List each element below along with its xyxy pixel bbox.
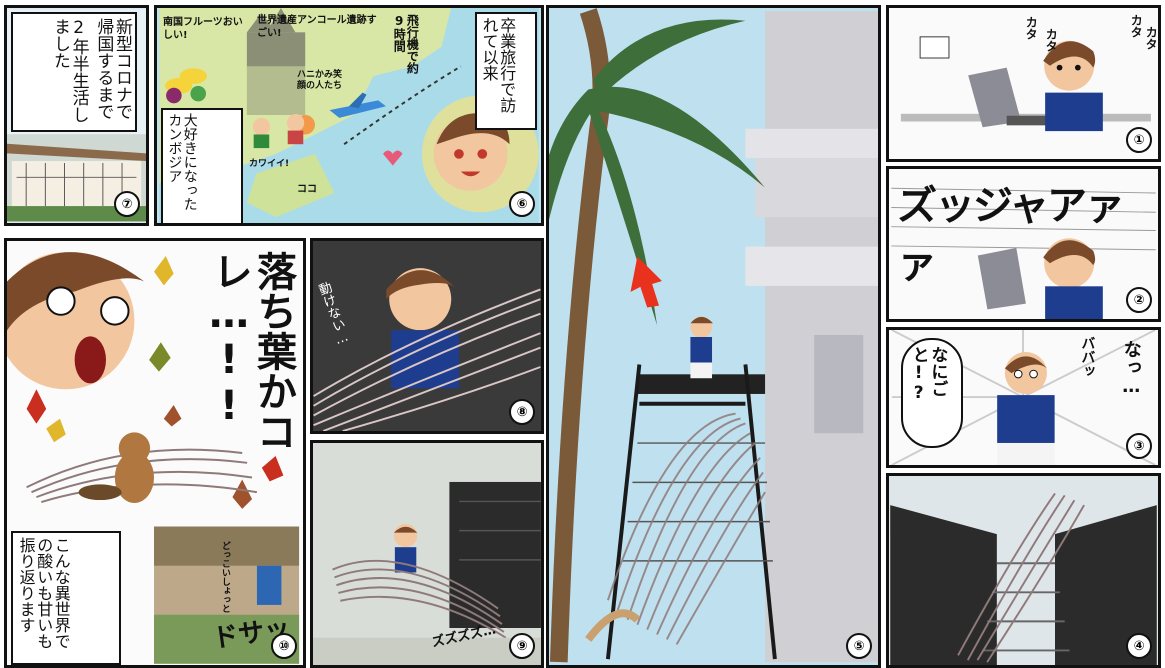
panel-number-2: ② <box>1126 287 1152 313</box>
typing-illustration <box>891 8 1156 159</box>
panel-number-7: ⑦ <box>114 191 140 217</box>
sfx-kata-2: カタ <box>1044 28 1059 52</box>
map-label-kawaii: カワイイ! <box>249 159 290 169</box>
sfx-crash: ズッジャアァァ <box>897 183 1125 287</box>
sfx-kata-4: カタ <box>1144 26 1159 50</box>
panel-1: カタ カタ カタ カタ ① <box>886 5 1161 162</box>
panel-number-9: ⑨ <box>509 633 535 659</box>
panel-number-3: ③ <box>1126 433 1152 459</box>
sfx-kata-1: カタ <box>1024 16 1039 40</box>
dragging-frond-illustration <box>313 443 541 665</box>
crash-sound-illustration <box>891 169 1156 319</box>
speech-bubble-3b: なにごと!? <box>901 338 963 448</box>
panel-10: 落ち葉かコレ…!! こんな異世界での酸いも甘いも振り返ります どっこいしょっと … <box>4 238 306 668</box>
trapped-illustration <box>313 241 541 431</box>
caption-box-6b: 大好きになったカンボジア <box>161 108 243 223</box>
panel-number-8: ⑧ <box>509 399 535 425</box>
caption-box-10: こんな異世界での酸いも甘いも振り返ります <box>11 531 121 665</box>
speech-3a: なっ… <box>1120 340 1142 397</box>
caption-6-line1: 卒業旅行で訪れて以来 <box>479 17 517 113</box>
caption-7-line1: 新型コロナで帰国するまで <box>93 18 132 120</box>
shocked-leaves-illustration <box>7 242 303 664</box>
panel-4: ④ <box>886 473 1161 668</box>
sfx-kata-3: カタ <box>1129 14 1144 38</box>
sfx-dokkoisho: どっこいしょっと <box>219 541 230 613</box>
stairs-palm-illustration <box>549 8 878 663</box>
panel-3: なにごと!? ババッ なっ… ③ <box>886 327 1161 468</box>
caption-box-7: 新型コロナで帰国するまで 2年半生活しました <box>11 12 137 132</box>
panel-number-4: ④ <box>1126 633 1152 659</box>
caption-box-6a: 卒業旅行で訪れて以来 <box>475 12 537 130</box>
panel-number-1: ① <box>1126 127 1152 153</box>
speech-3b: なにごと!? <box>908 346 948 403</box>
map-label-fruit: 南国フルーツおいしい! <box>163 17 243 41</box>
panel-2: ズッジャアァァ ② <box>886 166 1161 322</box>
sfx-baba: ババッ <box>1079 336 1096 378</box>
map-label-temple: 世界遺産アンコール遺跡すごい! <box>257 15 377 39</box>
panel-7: 新型コロナで帰国するまで 2年半生活しました ⑦ <box>4 5 149 226</box>
fallen-frond-stairs-illustration <box>890 476 1157 665</box>
panel-number-5: ⑤ <box>846 633 872 659</box>
panel-number-6: ⑥ <box>509 191 535 217</box>
shout-text: 落ち葉かコレ…!! <box>206 251 296 451</box>
caption-6-line2: 大好きになったカンボジア <box>166 113 198 211</box>
map-label-flight: 飛行機で約9時間 <box>392 14 420 74</box>
map-label-smile: ハニかみ笑顔の人たち <box>297 70 343 91</box>
panel-8: 動けない… ⑧ <box>310 238 544 434</box>
panel-9: ズズズズ… ⑨ <box>310 440 544 668</box>
caption-10: こんな異世界での酸いも甘いも振り返ります <box>16 537 71 649</box>
map-label-here: ココ <box>297 184 317 195</box>
panel-5: ⑤ <box>546 5 881 668</box>
caption-7-line2: 2年半生活しました <box>49 18 89 123</box>
panel-number-10: ⑩ <box>271 633 297 659</box>
panel-6: 南国フルーツおいしい! 世界遺産アンコール遺跡すごい! 飛行機で約9時間 ハニか… <box>154 5 544 226</box>
